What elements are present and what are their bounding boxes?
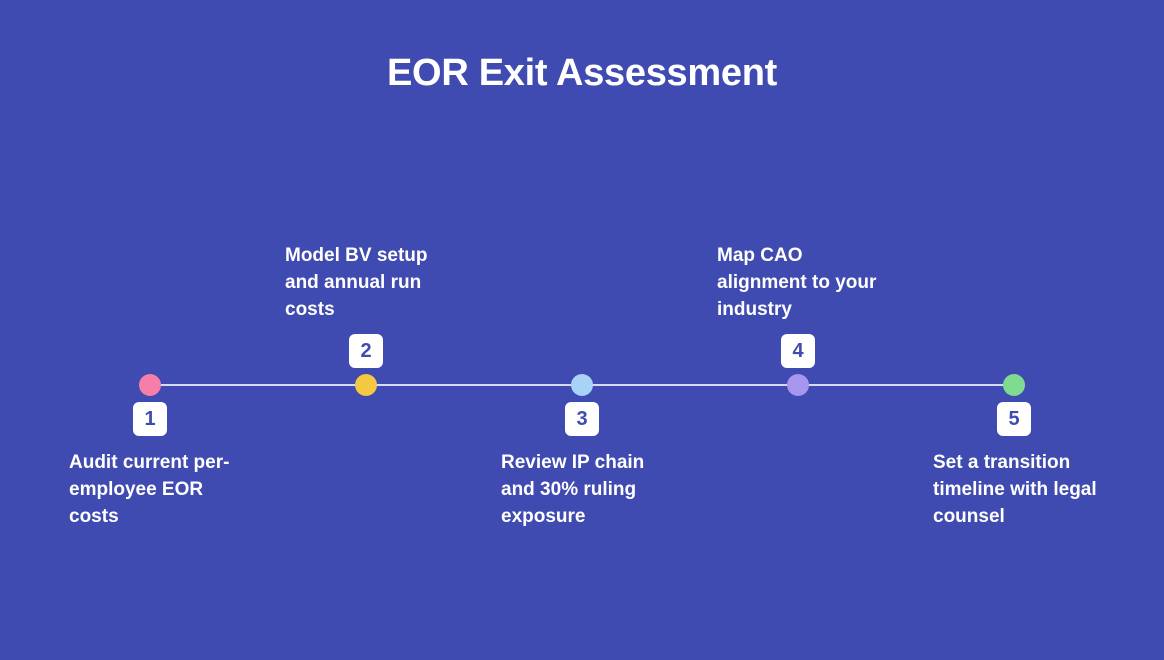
step-5-dot [1003, 374, 1025, 396]
step-4-label: Map CAO alignment to your industry [717, 245, 877, 320]
step-2-dot [355, 374, 377, 396]
step-3-dot [571, 374, 593, 396]
step-2-number-badge: 2 [349, 334, 383, 368]
step-3-label: Review IP chain and 30% ruling exposure [501, 452, 645, 527]
step-4-dot [787, 374, 809, 396]
step-1-label: Audit current per-employee EOR costs [69, 452, 230, 527]
step-5-label: Set a transition timeline with legal cou… [933, 452, 1097, 527]
step-2-label: Model BV setup and annual run costs [285, 245, 428, 320]
step-3-number-badge: 3 [565, 402, 599, 436]
diagram-title: EOR Exit Assessment [387, 52, 777, 94]
step-4-number-badge: 4 [781, 334, 815, 368]
step-1-dot [139, 374, 161, 396]
step-1-number-badge: 1 [133, 402, 167, 436]
step-5-number-badge: 5 [997, 402, 1031, 436]
